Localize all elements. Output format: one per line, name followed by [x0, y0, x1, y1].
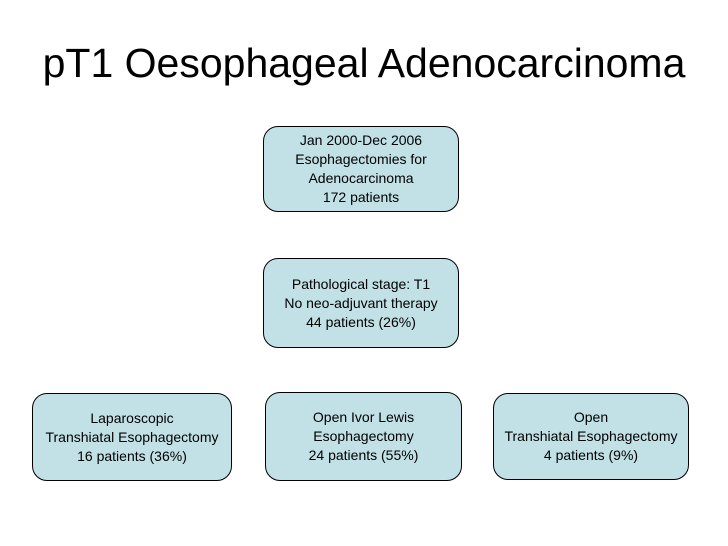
flow-box-line: Open — [573, 409, 609, 425]
flow-box-cohort: Jan 2000-Dec 2006 Esophagectomies for Ad… — [263, 126, 459, 212]
flow-box-line: Pathological stage: T1 — [291, 275, 431, 292]
flow-box-line: Esophagectomy — [313, 428, 414, 444]
flow-box-line: Adenocarcinoma — [308, 170, 414, 186]
flow-box-line: Open Ivor Lewis — [312, 409, 415, 425]
flow-box-line: Esophagectomies for — [295, 151, 427, 167]
flow-box-line: 4 patients (9%) — [543, 447, 639, 463]
flow-box-line: No neo-adjuvant therapy — [284, 294, 438, 311]
flow-box-pathological-stage: Pathological stage: T1 No neo-adjuvant t… — [263, 258, 459, 348]
flow-box-open-ivor-lewis: Open Ivor Lewis Esophagectomy 24 patient… — [265, 392, 462, 481]
flow-box-open-transhiatal: Open Transhiatal Esophagectomy 4 patient… — [493, 393, 689, 480]
flow-box-line: Transhiatal Esophagectomy — [504, 428, 678, 444]
flow-box-line: 16 patients (36%) — [77, 447, 187, 464]
flow-box-line: Transhiatal Esophagectomy — [45, 428, 219, 445]
flow-box-line: 44 patients (26%) — [306, 313, 416, 330]
slide-title: pT1 Oesophageal Adenocarcinoma — [42, 40, 686, 86]
flow-box-line: 172 patients — [322, 189, 400, 205]
flow-box-line: Laparoscopic — [90, 409, 174, 426]
flow-box-line: Jan 2000-Dec 2006 — [299, 132, 423, 148]
flow-box-line: 24 patients (55%) — [308, 447, 419, 463]
flow-box-laparoscopic-transhiatal: Laparoscopic Transhiatal Esophagectomy 1… — [32, 393, 232, 481]
